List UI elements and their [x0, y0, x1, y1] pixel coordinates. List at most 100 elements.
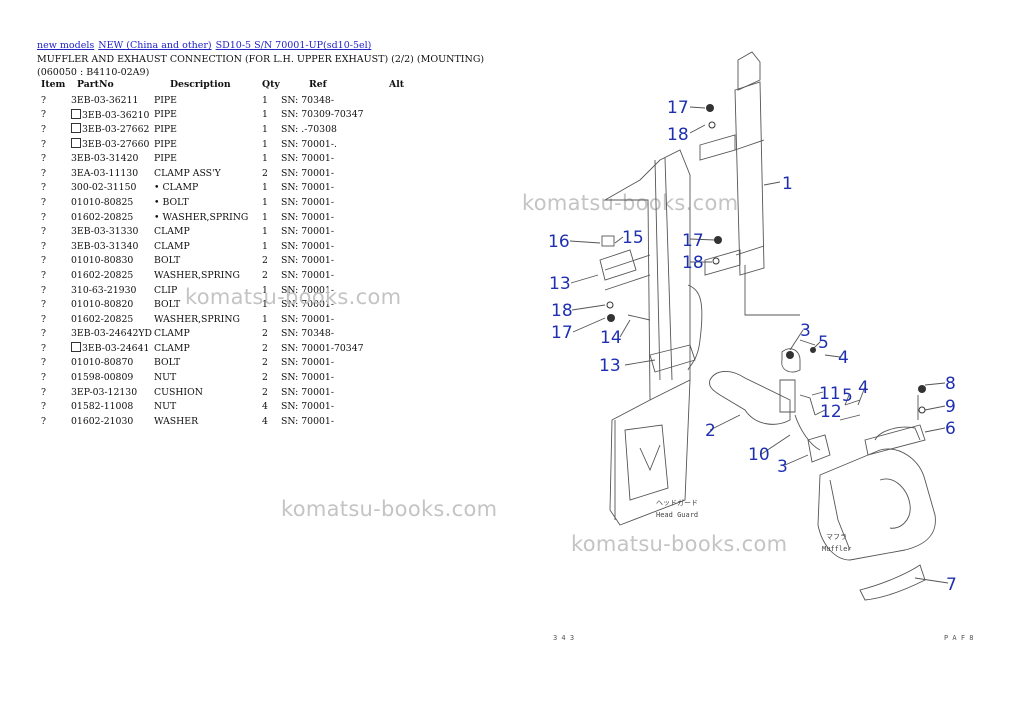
- cell-ref: SN: 70001-: [281, 211, 334, 223]
- cell-alt: [389, 137, 419, 152]
- cell-partno: 3EB-03-24641: [71, 341, 154, 356]
- cell-partno: 3EB-03-36210: [71, 108, 154, 123]
- callout-label: 1: [782, 174, 793, 194]
- breadcrumb-link-model[interactable]: SD10-5 S/N 70001-UP(sd10-5el): [215, 40, 372, 51]
- cell-qty: 1: [262, 182, 268, 194]
- cell-description: CLAMP: [154, 342, 190, 354]
- cell-qty: 4: [262, 415, 268, 427]
- cell-description: PIPE: [154, 109, 177, 121]
- cell-item: ?: [41, 94, 46, 106]
- breadcrumb-link-new-models[interactable]: new models: [37, 40, 95, 51]
- cell-description: BOLT: [154, 255, 181, 267]
- cell-item: ?: [41, 328, 46, 340]
- cell-ref: SN: 70001-.: [281, 138, 337, 150]
- cell-qty: 2: [262, 167, 268, 179]
- cell-ref: SN: 70001-: [281, 415, 334, 427]
- cell-item: ?: [41, 240, 46, 252]
- cell-alt: [389, 327, 419, 342]
- cell-alt: [389, 370, 419, 385]
- callout-label: 13: [599, 356, 621, 376]
- cell-description: BOLT: [154, 299, 181, 311]
- cell-partno: 3EB-03-31420: [71, 153, 139, 165]
- callout-label: 17: [682, 231, 704, 251]
- cell-item: ?: [41, 372, 46, 384]
- head-guard-label-en: Head Guard: [656, 511, 698, 519]
- cell-qty: 1: [262, 153, 268, 165]
- cell-qty: 1: [262, 196, 268, 208]
- cell-qty: 1: [262, 284, 268, 296]
- cell-item: ?: [41, 138, 46, 150]
- cell-ref: SN: 70001-: [281, 182, 334, 194]
- cell-item: ?: [41, 415, 46, 427]
- callout-label: 14: [600, 328, 622, 348]
- cell-qty: 2: [262, 386, 268, 398]
- callout-label: 4: [838, 348, 849, 368]
- cell-item: ?: [41, 196, 46, 208]
- cell-partno: 01010-80870: [71, 357, 134, 369]
- callout-label: 9: [945, 397, 956, 417]
- cell-partno: 01602-20825: [71, 313, 134, 325]
- header-description: Description: [170, 78, 231, 90]
- header-item: Item: [41, 78, 66, 90]
- callout-label: 4: [858, 378, 869, 398]
- checkbox-icon: [71, 342, 81, 353]
- header-ref: Ref: [309, 78, 327, 90]
- cell-qty: 1: [262, 313, 268, 325]
- breadcrumb-link-region[interactable]: NEW (China and other): [98, 40, 212, 51]
- cell-ref: SN: 70001-: [281, 167, 334, 179]
- cell-description: PIPE: [154, 123, 177, 135]
- cell-ref: SN: 70001-: [281, 401, 334, 413]
- cell-ref: SN: 70001-: [281, 153, 334, 165]
- cell-qty: 2: [262, 372, 268, 384]
- cell-ref: SN: 70001-: [281, 313, 334, 325]
- cell-partno: 01602-20825: [71, 211, 134, 223]
- callout-label: 10: [748, 445, 770, 465]
- cell-alt: [389, 297, 419, 312]
- cell-item: ?: [41, 357, 46, 369]
- diagram-small-parts: [606, 104, 926, 414]
- cell-item: ?: [41, 255, 46, 267]
- cell-partno: 01602-20825: [71, 269, 134, 281]
- cell-item: ?: [41, 342, 46, 354]
- cell-ref: SN: 70001-: [281, 240, 334, 252]
- cell-item: ?: [41, 167, 46, 179]
- callout-label: 3: [777, 457, 788, 477]
- cell-partno: 01010-80830: [71, 255, 134, 267]
- callout-label: 18: [667, 125, 689, 145]
- cell-description: NUT: [154, 372, 177, 384]
- cell-description: CLAMP: [154, 328, 190, 340]
- watermark: komatsu-books.com: [281, 497, 498, 521]
- cell-partno: 3EB-03-31330: [71, 226, 139, 238]
- cell-alt: [389, 108, 419, 123]
- cell-description: CLAMP ASS'Y: [154, 167, 221, 179]
- callout-label: 18: [682, 253, 704, 273]
- table-row: ? 3EA-03-11130 CLAMP ASS'Y 2 SN: 70001-: [37, 166, 419, 181]
- header-partno: PartNo: [77, 78, 114, 90]
- cell-ref: SN: 70348-: [281, 94, 334, 106]
- cell-ref: SN: 70001-: [281, 372, 334, 384]
- checkbox-icon: [71, 138, 81, 149]
- cell-partno: 3EB-03-27662: [71, 122, 154, 137]
- cell-description: WASHER,SPRING: [154, 269, 240, 281]
- cell-qty: 1: [262, 226, 268, 238]
- cell-partno: 3EA-03-11130: [71, 167, 139, 179]
- cell-alt: [389, 151, 419, 166]
- callout-label: 5: [842, 386, 853, 406]
